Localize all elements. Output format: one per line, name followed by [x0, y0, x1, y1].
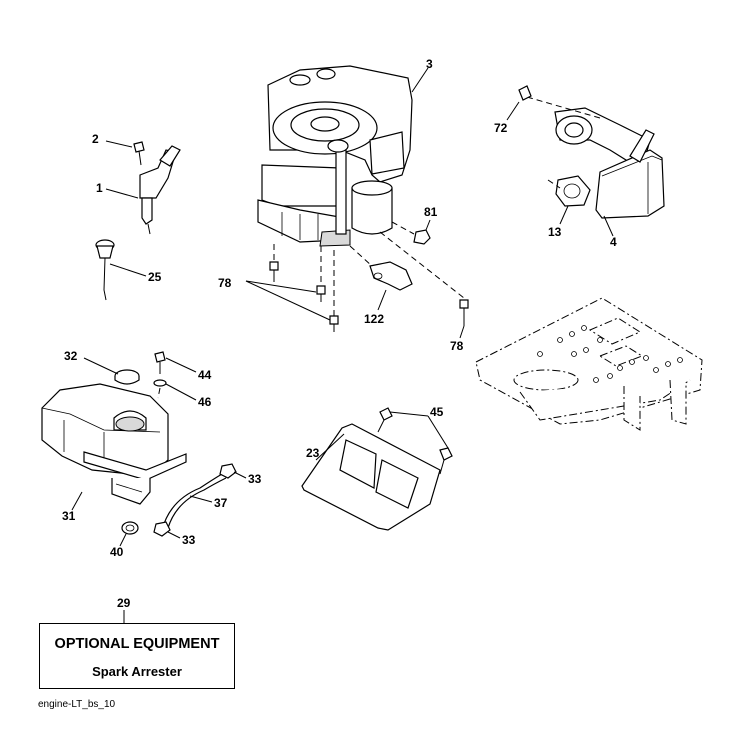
- label-13: 13: [548, 225, 562, 239]
- nut-part: [413, 229, 431, 245]
- heat-shield-part: [301, 423, 441, 531]
- bolt-parts: [269, 261, 469, 332]
- label-2: 2: [92, 132, 99, 146]
- gasket-part: [555, 175, 591, 207]
- label-1: 1: [96, 181, 103, 195]
- washer-part: [153, 379, 167, 387]
- label-122: 122: [364, 312, 384, 326]
- optional-equipment-box: OPTIONAL EQUIPMENT Spark Arrester: [39, 623, 235, 689]
- muffler-part: [554, 107, 665, 219]
- fuel-tank-part: [41, 383, 187, 505]
- spark-arrester-label: Spark Arrester: [92, 664, 182, 679]
- chassis-frame: [475, 297, 703, 431]
- engine-part: [257, 65, 413, 247]
- label-72: 72: [494, 121, 508, 135]
- fuel-cap-part: [114, 369, 140, 385]
- label-40: 40: [110, 545, 124, 559]
- label-46: 46: [198, 395, 212, 409]
- label-44: 44: [198, 368, 212, 382]
- label-23: 23: [306, 446, 320, 460]
- label-4: 4: [610, 235, 617, 249]
- bracket-part: [369, 261, 413, 291]
- label-32: 32: [64, 349, 78, 363]
- label-81: 81: [424, 205, 438, 219]
- label-25: 25: [148, 270, 162, 284]
- bushing-part: [121, 521, 139, 535]
- label-33-upper: 33: [248, 472, 262, 486]
- screw-part: [379, 407, 393, 421]
- choke-cable-part: [95, 239, 115, 301]
- label-78-left: 78: [218, 276, 232, 290]
- label-45: 45: [430, 405, 444, 419]
- clamp-part: [219, 463, 237, 479]
- diagram-caption: engine-LT_bs_10: [38, 699, 116, 710]
- optional-equipment-title: OPTIONAL EQUIPMENT: [54, 636, 220, 652]
- label-3: 3: [426, 57, 433, 71]
- tank-bolt-part: [154, 351, 166, 363]
- label-78-right: 78: [450, 339, 464, 353]
- label-29: 29: [117, 596, 131, 610]
- label-33-lower: 33: [182, 533, 196, 547]
- label-37: 37: [214, 496, 228, 510]
- throttle-control-part: [139, 145, 181, 235]
- label-31: 31: [62, 509, 76, 523]
